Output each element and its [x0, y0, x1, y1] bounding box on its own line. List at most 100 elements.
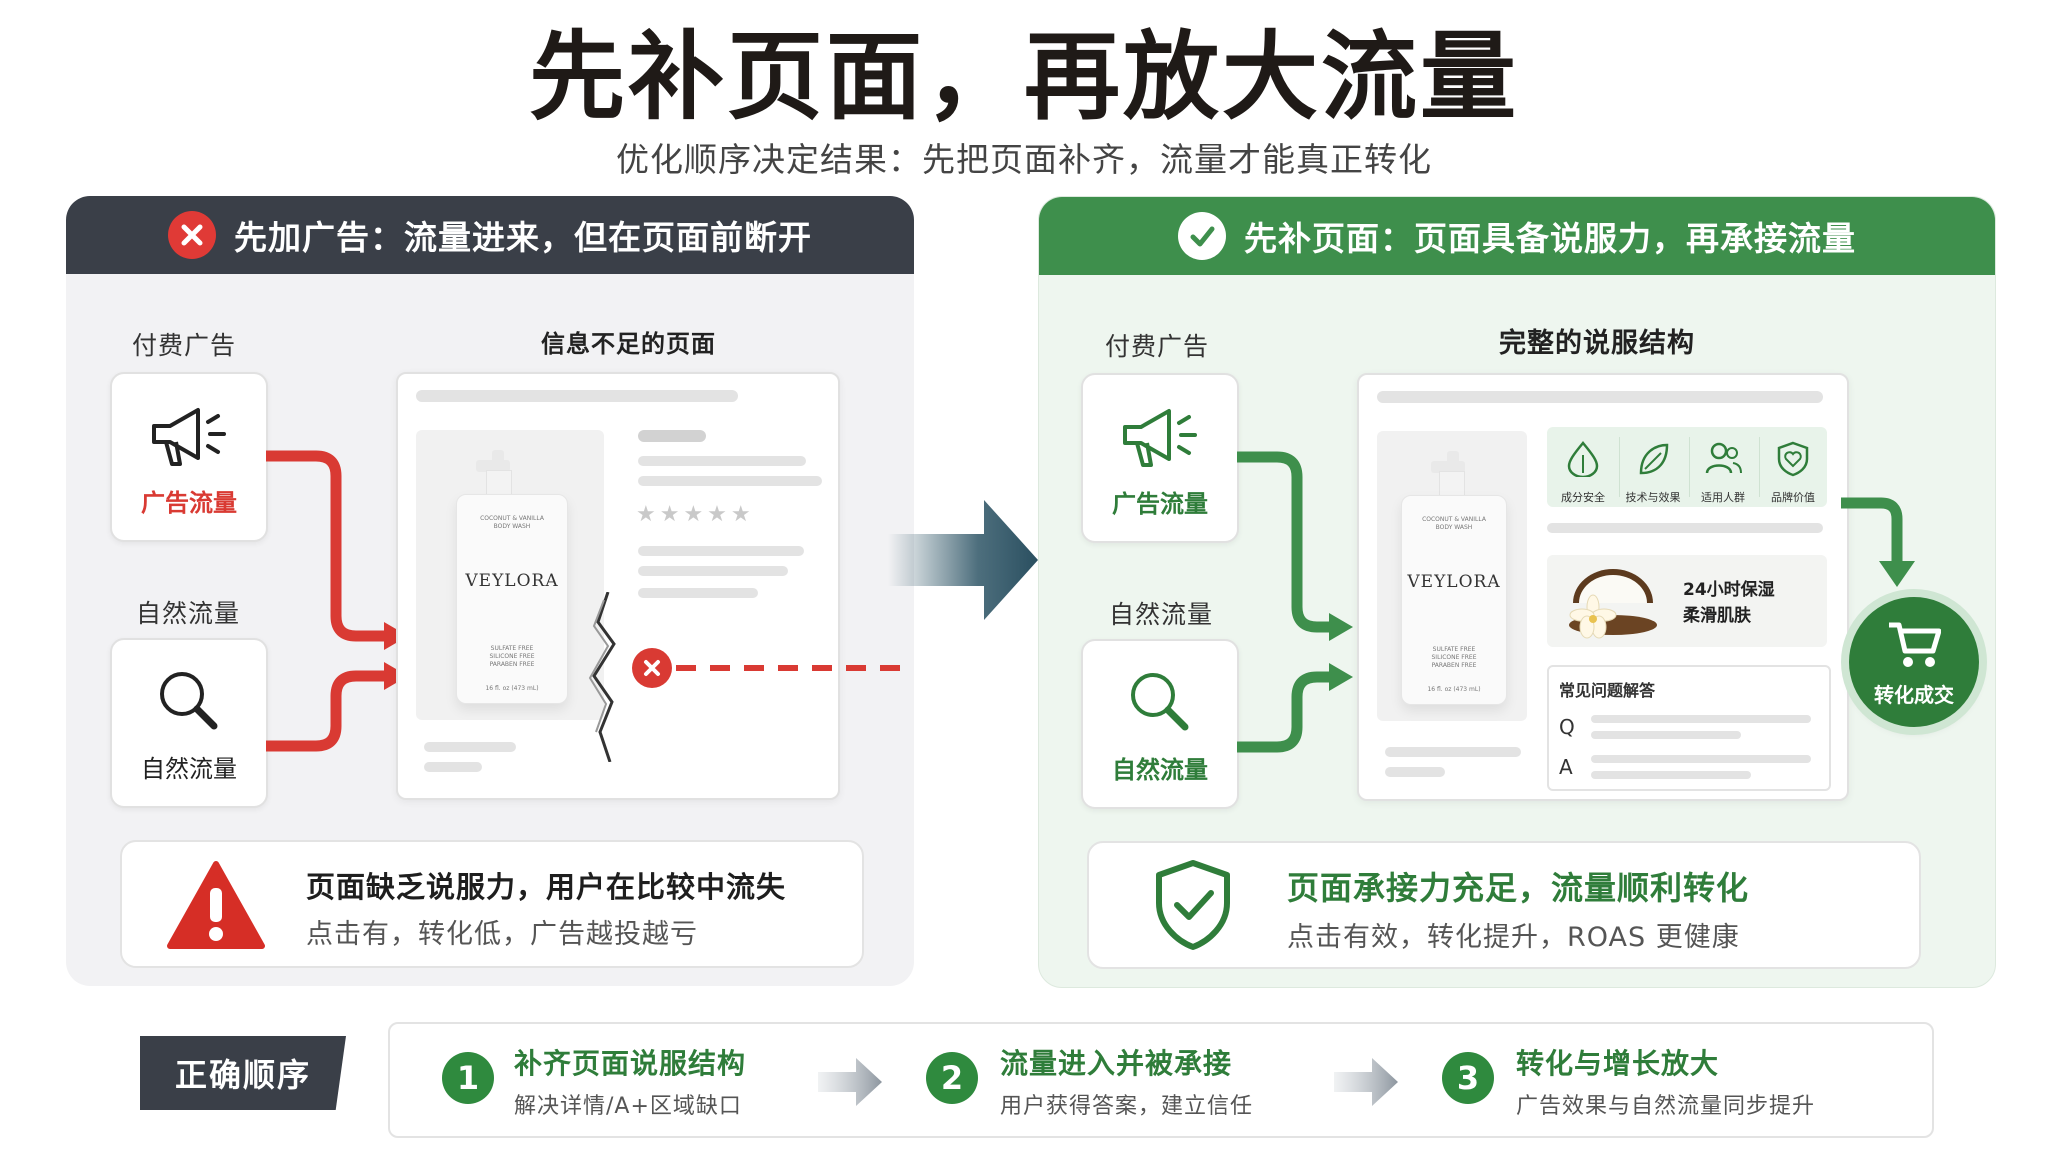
to-conversion-arrow — [1841, 497, 1915, 587]
sequence-steps: 1 补齐页面说服结构 解决详情/A+区域缺口 2 流量进入并被承接 用户获得答案… — [388, 1022, 1934, 1138]
right-page-title: 完整的说服结构 — [1499, 328, 1695, 359]
bottle-brand: VEYLORA — [465, 571, 559, 591]
faq-a-label: A — [1559, 755, 1573, 779]
left-panel-header: 先加广告：流量进来，但在页面前断开 — [66, 196, 914, 274]
rating-stars: ★★★★★ — [636, 502, 755, 527]
feature-audience: 适用人群 — [1689, 427, 1757, 507]
users-icon — [1705, 442, 1742, 474]
tech-leaf-icon — [1639, 443, 1669, 475]
bottle-spec-2: SILICONE FREE — [489, 652, 535, 660]
bottle-name-2: BODY WASH — [1435, 523, 1473, 531]
right-callout-sub: 点击有效，转化提升，ROAS 更健康 — [1287, 922, 1740, 953]
bottle-name-1: COCONUT & VANILLA — [1422, 516, 1486, 523]
conversion-badge: 转化成交 — [1849, 597, 1979, 727]
right-header-text: 先补页面：页面具备说服力，再承接流量 — [1244, 219, 1856, 258]
feature-safe-label: 成分安全 — [1561, 491, 1605, 504]
left-callout-sub: 点击有，转化低，广告越投越亏 — [306, 919, 698, 950]
right-organic-card: 自然流量 — [1081, 639, 1239, 809]
coconut-flower-icon — [1569, 569, 1657, 639]
right-flow-arrows — [1237, 451, 1353, 753]
crack-icon — [588, 592, 616, 762]
bottle-spec-3: PARABEN FREE — [489, 660, 535, 668]
feature-tech: 技术与效果 — [1619, 427, 1687, 507]
left-callout: 页面缺乏说服力，用户在比较中流失 点击有，转化低，广告越投越亏 — [120, 840, 864, 968]
feature-safe: 成分安全 — [1549, 427, 1617, 507]
left-paid-card-label: 广告流量 — [141, 489, 237, 517]
broken-x-icon — [632, 648, 672, 688]
bottle-spec-3: PARABEN FREE — [1431, 661, 1477, 669]
bottle-name-1: COCONUT & VANILLA — [480, 515, 544, 522]
faq-q-label: Q — [1559, 715, 1575, 739]
close-icon — [168, 211, 216, 259]
step-1-title: 补齐页面说服结构 — [514, 1047, 747, 1080]
right-paid-label: 付费广告 — [1105, 332, 1210, 361]
bottle-name-2: BODY WASH — [493, 522, 531, 530]
step-3-title: 转化与增长放大 — [1516, 1047, 1720, 1080]
search-icon — [1131, 673, 1189, 731]
benefit-line-1: 24小时保湿 — [1683, 580, 1775, 600]
bottle-volume: 16 fl. oz (473 mL) — [485, 685, 539, 692]
feature-brand-label: 品牌价值 — [1771, 491, 1815, 504]
shield-check-icon — [1156, 860, 1230, 950]
bottle-spec-2: SILICONE FREE — [1431, 653, 1477, 661]
left-panel: 先加广告：流量进来，但在页面前断开 付费广告 广告流量 自然流量 自然流量 信息… — [66, 196, 914, 986]
megaphone-icon — [1123, 409, 1197, 467]
feature-audience-label: 适用人群 — [1701, 491, 1745, 504]
megaphone-icon — [152, 408, 226, 466]
right-callout: 页面承接力充足，流量顺利转化 点击有效，转化提升，ROAS 更健康 — [1087, 841, 1921, 969]
right-organic-label: 自然流量 — [1109, 600, 1214, 629]
right-paid-card-label: 广告流量 — [1112, 490, 1208, 518]
bottle-spec-1: SULFATE FREE — [1432, 646, 1476, 653]
step-arrow-icon — [818, 1058, 882, 1106]
transition-arrow-icon — [888, 500, 1038, 620]
benefit-line-2: 柔滑肌肤 — [1683, 606, 1751, 626]
right-panel: 先补页面：页面具备说服力，再承接流量 付费广告 广告流量 自然流量 自然流量 完… — [1038, 196, 1996, 988]
bottle-volume: 16 fl. oz (473 mL) — [1427, 686, 1481, 693]
step-arrow-icon — [1334, 1058, 1398, 1106]
sequence-tag: 正确顺序 — [140, 1036, 346, 1110]
feature-tech-label: 技术与效果 — [1625, 491, 1681, 504]
bottle-brand: VEYLORA — [1407, 572, 1501, 592]
faq-title: 常见问题解答 — [1559, 681, 1656, 700]
search-icon — [160, 672, 218, 730]
right-callout-title: 页面承接力充足，流量顺利转化 — [1287, 869, 1750, 907]
conversion-label: 转化成交 — [1874, 683, 1954, 707]
page-subtitle: 优化顺序决定结果：先把页面补齐，流量才能真正转化 — [616, 140, 1432, 179]
step-3-desc: 广告效果与自然流量同步提升 — [1516, 1094, 1816, 1119]
left-paid-card: 广告流量 — [110, 372, 268, 542]
check-icon — [1178, 212, 1226, 260]
left-organic-card-label: 自然流量 — [141, 755, 237, 783]
broken-flow-line — [676, 665, 906, 671]
feature-brand: 品牌价值 — [1759, 427, 1827, 507]
step-2-number: 2 — [926, 1052, 978, 1104]
step-1-desc: 解决详情/A+区域缺口 — [514, 1094, 742, 1119]
cart-icon — [1889, 622, 1941, 667]
right-panel-header: 先补页面：页面具备说服力，再承接流量 — [1039, 197, 1995, 275]
warning-icon — [167, 861, 265, 949]
step-3-number: 3 — [1442, 1052, 1494, 1104]
step-2-title: 流量进入并被承接 — [1000, 1047, 1233, 1080]
left-header-text: 先加广告：流量进来，但在页面前断开 — [234, 218, 812, 257]
left-organic-card: 自然流量 — [110, 638, 268, 808]
benefit-card: 24小时保湿 柔滑肌肤 — [1547, 555, 1827, 647]
left-page-title: 信息不足的页面 — [541, 330, 716, 358]
feature-strip: 成分安全 技术与效果 适用人群 品牌价值 — [1547, 427, 1827, 507]
left-organic-label: 自然流量 — [136, 599, 241, 628]
shield-heart-icon — [1777, 441, 1809, 477]
left-callout-title: 页面缺乏说服力，用户在比较中流失 — [306, 870, 787, 904]
faq-card: 常见问题解答 Q A — [1547, 665, 1831, 791]
leaf-drop-icon — [1567, 441, 1599, 477]
step-2-desc: 用户获得答案，建立信任 — [1000, 1094, 1254, 1119]
right-paid-card: 广告流量 — [1081, 373, 1239, 543]
right-organic-card-label: 自然流量 — [1112, 756, 1208, 784]
left-paid-label: 付费广告 — [132, 331, 237, 360]
page-title: 先补页面，再放大流量 — [529, 21, 1519, 133]
bottle-spec-1: SULFATE FREE — [490, 645, 534, 652]
step-1-number: 1 — [442, 1052, 494, 1104]
